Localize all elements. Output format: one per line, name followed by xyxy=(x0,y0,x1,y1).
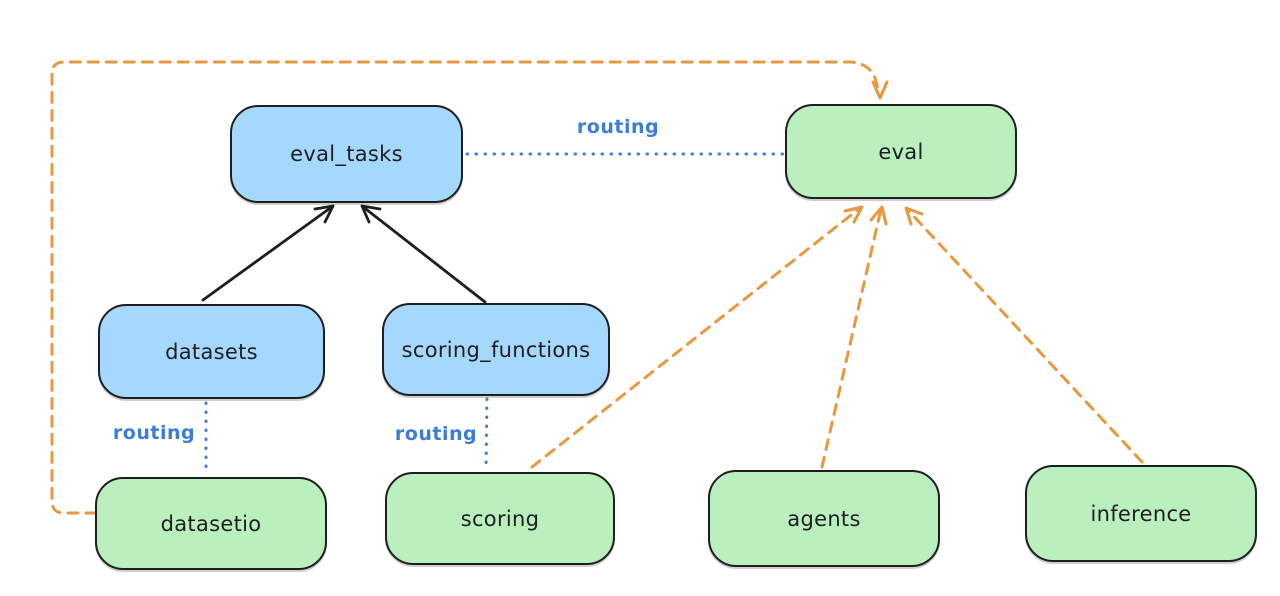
arrowhead-scoring-to-eval xyxy=(843,205,864,224)
arrowhead-datasetio-to-eval xyxy=(871,80,889,100)
arrowhead-scoring-functions-to-eval-tasks xyxy=(360,204,382,224)
arrowheads-orange xyxy=(843,80,924,226)
node-inference: inference xyxy=(1025,465,1257,562)
edges-dashed-orange xyxy=(50,60,1144,515)
node-scoring-functions-label: scoring_functions xyxy=(401,337,591,362)
edges-dotted-routing xyxy=(204,152,785,476)
edge-scoring-functions-to-eval-tasks xyxy=(360,204,487,304)
edge-scoring-functions-to-scoring xyxy=(484,397,489,472)
edge-datasets-to-eval-tasks xyxy=(201,204,335,302)
node-inference-label: inference xyxy=(1090,501,1192,526)
edge-inference-to-eval xyxy=(905,207,1144,464)
edges-solid-black xyxy=(201,204,487,304)
node-agents-label: agents xyxy=(787,506,861,531)
node-eval-tasks-label: eval_tasks xyxy=(290,142,403,166)
node-datasetio-label: datasetio xyxy=(160,511,262,536)
node-datasetio: datasetio xyxy=(95,477,327,570)
edge-label-routing-eval-tasks-eval: routing xyxy=(576,116,660,138)
edge-label-routing-datasets-datasetio: routing xyxy=(112,422,196,444)
node-agents: agents xyxy=(708,470,940,567)
edge-scoring-to-eval xyxy=(530,206,862,469)
node-scoring: scoring xyxy=(385,472,615,565)
node-eval: eval xyxy=(785,104,1017,199)
arrowhead-agents-to-eval xyxy=(869,205,888,226)
node-scoring-functions: scoring_functions xyxy=(382,303,610,396)
arrowhead-datasets-to-eval-tasks xyxy=(313,204,335,224)
node-datasets-label: datasets xyxy=(165,339,258,364)
node-scoring-label: scoring xyxy=(460,506,540,531)
node-eval-tasks: eval_tasks xyxy=(230,105,463,203)
node-datasets: datasets xyxy=(98,304,325,399)
edge-agents-to-eval xyxy=(820,207,883,469)
edge-label-routing-scoring-functions-scoring: routing xyxy=(394,423,478,445)
edge-datasetio-to-eval xyxy=(50,60,881,515)
node-eval-label: eval xyxy=(878,139,924,164)
arrowhead-inference-to-eval xyxy=(904,206,924,226)
